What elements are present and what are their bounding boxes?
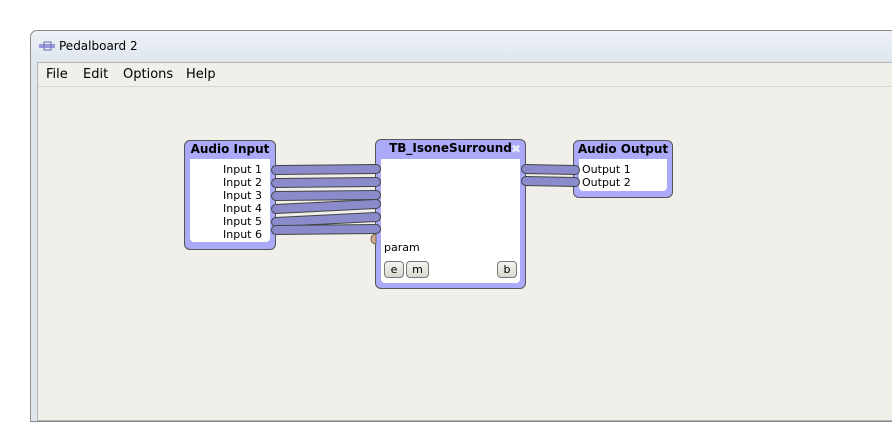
node-title: TB_IsoneSurround (389, 141, 512, 155)
node-body: param e m b (381, 159, 520, 283)
audio-input-node[interactable]: Audio Input Input 1 Input 2 Input 3 Inpu… (184, 140, 276, 250)
audio-output-node[interactable]: Audio Output Output 1 Output 2 (573, 140, 673, 198)
pedalboard-icon (39, 41, 55, 51)
cable-output-1[interactable] (521, 164, 580, 175)
output-port-1[interactable]: Output 1 (582, 163, 631, 176)
edit-button[interactable]: e (384, 261, 404, 278)
input-port-5[interactable]: Input 5 (223, 215, 262, 228)
menu-file[interactable]: File (46, 67, 68, 82)
cables-layer (271, 164, 580, 245)
plugin-buttons: e m b (384, 261, 517, 279)
cable-input-6[interactable] (271, 224, 381, 235)
menu-bar: File Edit Options Help (38, 63, 892, 87)
input-port-4[interactable]: Input 4 (223, 202, 262, 215)
node-title: Audio Input (190, 142, 270, 156)
param-label: param (384, 241, 420, 254)
output-port-2[interactable]: Output 2 (582, 176, 631, 189)
node-body: Input 1 Input 2 Input 3 Input 4 Input 5 … (190, 159, 270, 242)
node-body: Output 1 Output 2 (579, 159, 667, 191)
window-title: Pedalboard 2 (59, 39, 138, 53)
node-title: Audio Output (577, 142, 669, 156)
input-port-1[interactable]: Input 1 (223, 163, 262, 176)
title-bar[interactable]: Pedalboard 2 (31, 31, 892, 62)
mapping-button[interactable]: m (406, 261, 429, 278)
input-port-2[interactable]: Input 2 (223, 176, 262, 189)
close-icon[interactable]: ✖ (510, 142, 521, 156)
menu-edit[interactable]: Edit (83, 67, 109, 82)
cable-input-5[interactable] (271, 212, 381, 227)
menu-help[interactable]: Help (186, 67, 216, 82)
input-port-3[interactable]: Input 3 (223, 189, 262, 202)
menu-options[interactable]: Options (123, 67, 174, 82)
param-port[interactable] (370, 233, 377, 245)
bypass-button[interactable]: b (497, 261, 517, 278)
cable-output-2[interactable] (521, 176, 580, 187)
input-port-6[interactable]: Input 6 (223, 228, 262, 241)
cable-input-4[interactable] (271, 199, 381, 214)
cable-input-1[interactable] (271, 164, 381, 175)
cable-input-2[interactable] (271, 177, 381, 188)
cable-input-3[interactable] (271, 190, 381, 201)
plugin-node[interactable]: TB_IsoneSurround ✖ param e m b (375, 139, 526, 289)
